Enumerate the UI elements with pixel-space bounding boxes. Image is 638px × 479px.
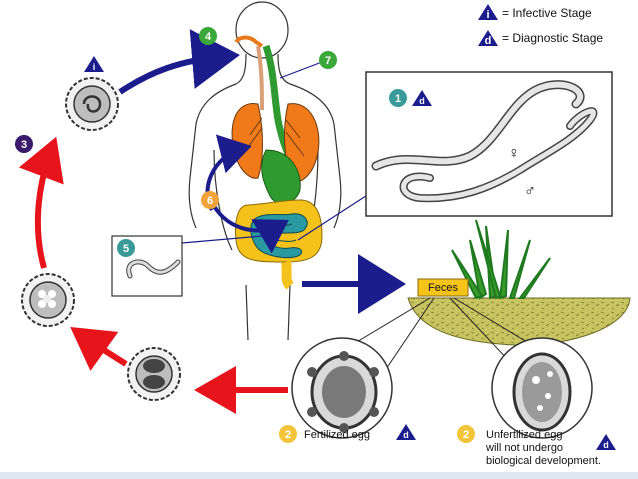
arrow-to-intestine bbox=[212, 204, 289, 254]
egg-morula bbox=[21, 273, 75, 327]
feces-box bbox=[417, 278, 469, 297]
svg-text:d: d bbox=[485, 35, 492, 47]
step-badge-5: 5 bbox=[117, 239, 135, 257]
svg-text:6: 6 bbox=[207, 195, 213, 207]
step-badge-4: 4 bbox=[199, 27, 217, 45]
male-symbol: ♂ bbox=[524, 183, 536, 200]
step-badge-3: 3 bbox=[15, 135, 33, 153]
unfertilized-egg-label-line3: biological development. bbox=[486, 455, 601, 467]
male-worm bbox=[399, 107, 598, 203]
step-badge-1: 1 bbox=[389, 89, 407, 107]
infective-mark-egg: i bbox=[84, 56, 104, 72]
diagnostic-mark-unfertilized: d bbox=[596, 434, 616, 450]
svg-text:5: 5 bbox=[123, 243, 129, 255]
pointer-step1 bbox=[297, 191, 373, 241]
unfertilized-egg-label-line2: will not undergo bbox=[485, 442, 563, 454]
infective-stage-icon: i bbox=[478, 4, 498, 21]
arrow-two-cell-to-morula bbox=[70, 327, 128, 371]
diagnostic-mark-fertilized: d bbox=[396, 424, 416, 440]
large-intestine bbox=[235, 199, 323, 290]
unfertilized-egg-label-line1: Unfertilized egg bbox=[486, 429, 562, 441]
fertilized-egg-label: Fertilized egg bbox=[304, 429, 370, 441]
unfertilized-egg-large bbox=[491, 337, 593, 439]
step-badge-2-fertilized: 2 bbox=[279, 425, 297, 443]
egg-two-cell bbox=[127, 347, 181, 401]
bottom-bar bbox=[0, 472, 638, 479]
legend: i = Infective Stage d = Diagnostic Stage bbox=[478, 4, 603, 47]
grass bbox=[451, 219, 551, 300]
fertilized-egg-large bbox=[291, 337, 393, 439]
svg-text:1: 1 bbox=[395, 93, 401, 105]
svg-text:d: d bbox=[603, 440, 609, 450]
svg-text:d: d bbox=[403, 430, 409, 440]
arrow-ingestion bbox=[118, 29, 240, 95]
svg-text:i: i bbox=[486, 9, 489, 21]
female-symbol: ♀ bbox=[508, 145, 520, 162]
svg-text:i: i bbox=[93, 62, 96, 72]
diagnostic-stage-icon: d bbox=[478, 30, 498, 47]
pointer-step5 bbox=[181, 235, 263, 244]
feces-label: Feces bbox=[428, 282, 458, 294]
legend-diagnostic-text: = Diagnostic Stage bbox=[502, 31, 603, 45]
legend-infective-text: = Infective Stage bbox=[502, 6, 592, 20]
arrow-morula-to-infective bbox=[18, 136, 64, 269]
soil bbox=[407, 297, 631, 346]
svg-text:3: 3 bbox=[21, 139, 27, 151]
svg-text:2: 2 bbox=[463, 429, 469, 441]
step-badge-7: 7 bbox=[319, 51, 337, 69]
svg-text:4: 4 bbox=[205, 31, 212, 43]
svg-text:d: d bbox=[419, 96, 425, 106]
pointer-step7 bbox=[279, 61, 323, 79]
step-badge-2-unfertilized: 2 bbox=[457, 425, 475, 443]
diagnostic-mark-adults: d bbox=[412, 90, 432, 106]
egg-infective bbox=[65, 77, 119, 131]
step-badge-6: 6 bbox=[201, 191, 219, 209]
svg-text:2: 2 bbox=[285, 429, 291, 441]
female-worm bbox=[371, 80, 585, 171]
svg-text:7: 7 bbox=[325, 55, 331, 67]
